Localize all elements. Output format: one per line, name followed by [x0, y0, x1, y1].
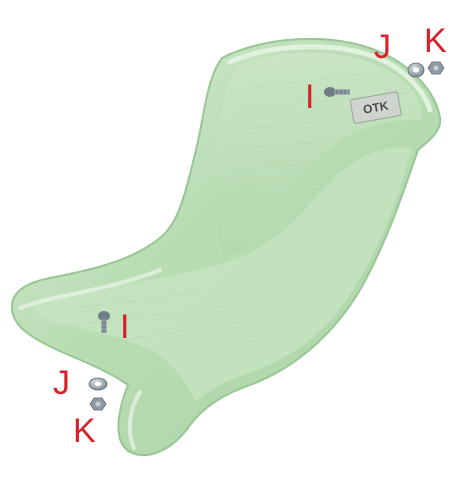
callout-k-top: K	[424, 24, 447, 58]
callout-j-top: J	[374, 30, 391, 64]
nut-icon	[90, 398, 106, 410]
callout-i-top: I	[305, 80, 314, 114]
washer-icon	[89, 378, 107, 390]
callout-k-bottom: K	[73, 414, 96, 448]
nut-icon	[428, 62, 444, 74]
callout-j-bottom: J	[53, 366, 70, 400]
callout-i-bottom: I	[120, 310, 129, 344]
washer-icon	[408, 63, 424, 77]
